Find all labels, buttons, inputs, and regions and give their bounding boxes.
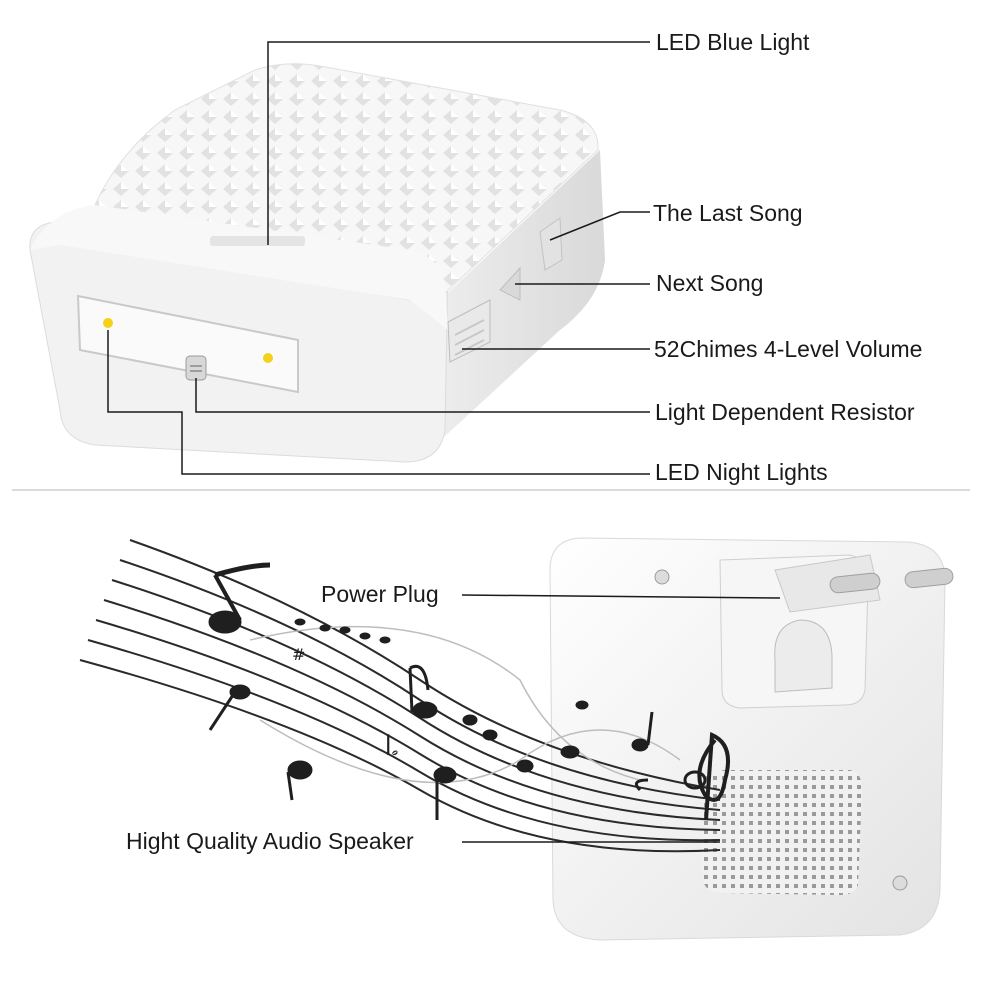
- music-note-glyphs: # ꟾ𝅗: [208, 562, 730, 821]
- doorbell-receiver-back: [549, 537, 954, 941]
- label-light-dependent-resistor: Light Dependent Resistor: [655, 399, 915, 425]
- led-night-light-right: [263, 353, 273, 363]
- label-last-song: The Last Song: [653, 200, 803, 226]
- music-notes-illustration: [79, 539, 721, 853]
- label-volume: 52Chimes 4-Level Volume: [654, 336, 923, 362]
- audio-speaker-grille: [700, 770, 862, 895]
- led-night-light-left: [103, 318, 113, 328]
- doorbell-receiver-front: [29, 63, 605, 463]
- leader-led-blue: [267, 41, 650, 245]
- leader-night-lights: [107, 330, 650, 475]
- leader-last-song: [549, 211, 650, 241]
- leader-ldr: [195, 378, 650, 413]
- label-power-plug: Power Plug: [321, 581, 439, 607]
- light-dependent-resistor: [185, 355, 207, 381]
- label-led-night-lights: LED Night Lights: [655, 459, 828, 485]
- svg-text:#: #: [292, 645, 305, 664]
- leader-power-plug: [461, 594, 781, 599]
- svg-text:ꟾ𝅗: ꟾ𝅗: [385, 735, 398, 761]
- last-song-button[interactable]: [539, 217, 563, 271]
- label-led-blue-light: LED Blue Light: [656, 29, 810, 55]
- label-next-song: Next Song: [656, 270, 764, 296]
- label-audio-speaker: Hight Quality Audio Speaker: [126, 828, 414, 854]
- leader-lines: [107, 41, 781, 843]
- volume-switch[interactable]: [447, 299, 491, 363]
